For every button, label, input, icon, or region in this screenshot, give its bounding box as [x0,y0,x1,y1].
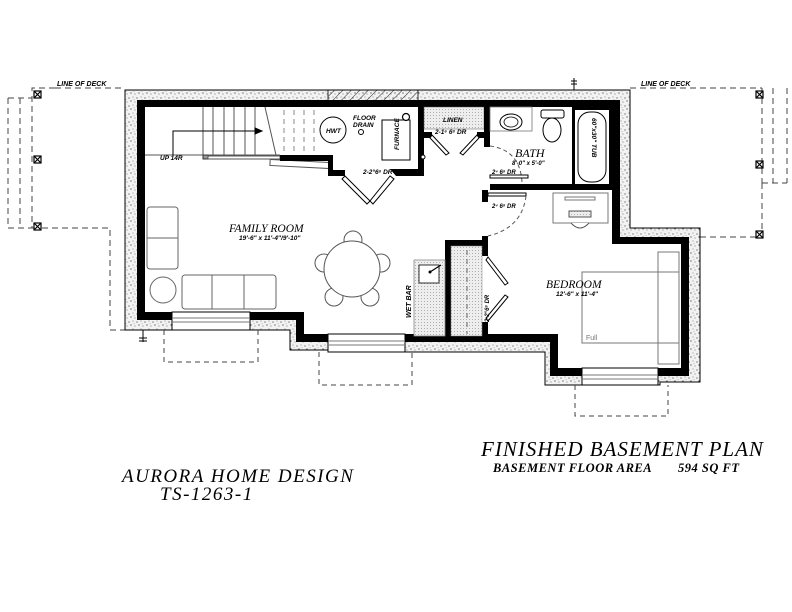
hose-bib-icon [139,330,147,342]
furnace-label: FURNACE [394,118,401,150]
model-number: TS-1263-1 [160,484,254,505]
wet-bar-label: WET BAR [406,285,413,318]
window-wells [163,330,669,417]
tub-label: 60"x30" TUB [590,118,597,158]
bath-wall-left [484,107,490,147]
floor-drain-label-2: DRAIN [353,122,374,129]
linen-wall-right [477,132,484,138]
bedroom-door-swing [487,195,527,237]
bath-door[interactable] [489,174,529,179]
mechanical-room-walls [280,107,424,176]
plan-title: FINISHED BASEMENT PLAN [481,437,764,461]
sofa-icon [181,274,277,310]
bath-name: BATH [515,146,546,160]
vent-icon [571,78,577,90]
floor-area-value: 594 SQ FT [678,461,740,475]
keyboard-icon [568,210,592,218]
hot-water-tank-icon [319,116,347,144]
floor-drain-label-1: FLOOR [353,115,376,122]
bedroom-wall-stub [482,190,488,202]
toilet-tank [540,109,565,119]
linen-label: LINEN [443,117,463,124]
family-room-dims: 19'-6" x 11'-4"/9'-10" [239,235,301,242]
floor-drain-icon [358,129,364,135]
bedroom-name: BEDROOM [546,279,603,291]
flue-icon [401,112,411,122]
staircase [145,106,331,170]
windows [171,311,659,386]
armchair-icon [146,206,179,270]
bedroom-door[interactable] [487,192,527,197]
linen-wall-left [424,132,432,138]
side-table-icon [149,276,177,304]
bedroom-door-label: 2⁴ 6⁸ DR [491,203,516,210]
deck-label-right: LINE OF DECK [641,81,691,88]
dining-table-icon [314,230,391,307]
company-name: AURORA HOME DESIGN [122,466,355,487]
beam-pocket [327,89,419,102]
bath-dims: 8'-0" x 5'-0" [512,161,545,167]
mechanical-room-door[interactable] [341,175,395,205]
stairs-label: UP 14R [160,155,183,162]
linen-door[interactable] [429,134,480,156]
closet-door-label: 2-2°6⁸ DR [484,294,491,323]
bath-door-label: 2⁴ 6⁸ DR [491,169,516,176]
deck-left [7,87,125,331]
floor-area-label: BASEMENT FLOOR AREA [493,461,653,475]
deck-posts [33,90,764,239]
closet-door[interactable] [485,256,509,322]
bathtub-icon [577,111,607,183]
chair-icon [570,222,590,229]
linen-door-label: 2-1⁶ 6⁸ DR [434,129,467,136]
mech-door-label: 2-2°6⁸ DR [362,168,393,176]
family-room-name: FAMILY ROOM [228,223,305,235]
bedroom-dims: 12'-6" x 11'-4" [556,291,599,298]
bed-size-label: Full [586,335,598,342]
hwt-label: HWT [326,128,342,135]
bed-icon [581,251,680,365]
bath-wall-bottom [490,184,612,190]
post-icon [420,154,426,160]
furnace-icon [381,119,411,161]
deck-label-left: LINE OF DECK [57,81,107,88]
toilet-icon [542,117,562,143]
closet-walls [445,236,488,336]
